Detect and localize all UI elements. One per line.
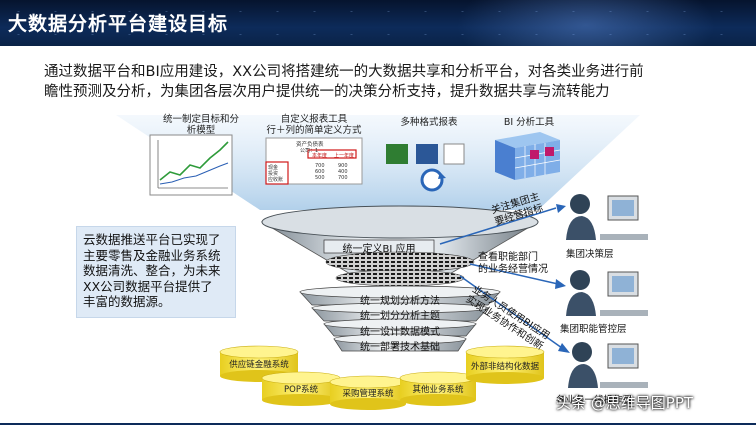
title-bar: 大数据分析平台建设目标 — [0, 0, 756, 46]
tool-label-bi: BI 分析工具 — [503, 117, 555, 128]
source-cylinder-2 — [261, 371, 341, 406]
arrow-to-operators — [459, 275, 570, 353]
report-card-title: 资产负债表 — [296, 142, 324, 148]
report-card-v2: 900 — [338, 163, 348, 169]
source-label-other: 其他业务系统 — [412, 385, 464, 395]
page-title: 大数据分析平台建设目标 — [8, 13, 229, 35]
report-card-col2: 上一年度 — [334, 153, 355, 159]
user-functional-icon — [566, 270, 648, 316]
report-card-subtitle: 公司：1 — [300, 148, 319, 154]
starfield-decoration — [0, 0, 756, 46]
bi-cube-icon — [495, 132, 561, 180]
funnel-label-methods: 统一规划分析方法 — [360, 296, 440, 307]
source-label-procurement: 采购管理系统 — [342, 389, 394, 399]
intro-line-1: 通过数据平台和BI应用建设，XX公司将搭建统一的大数据共享和分析平台，对各类业务… — [44, 64, 644, 80]
source-cylinder-1 — [219, 345, 299, 382]
funnel-label-infra: 统一部署技术基础 — [360, 342, 440, 353]
report-card-row3: 应收账 — [268, 177, 284, 183]
report-card-row2: 投资 — [268, 171, 279, 177]
funnel-rim — [261, 205, 539, 239]
report-card-v5: 500 — [315, 175, 325, 181]
data-push-info-card: 云数据推送平台已实现了 主要零售及金融业务系统 数据清洗、整合，为未来 XX公司… — [76, 226, 236, 318]
source-label-pop: POP系统 — [284, 385, 318, 395]
report-card-row1: 现金 — [268, 165, 279, 171]
arrow-to-executives — [439, 204, 566, 245]
source-watermark: 头条 @思维导图PPT — [556, 394, 694, 412]
user-label-executives: 集团决策层 — [566, 249, 614, 260]
user-executive-icon — [566, 194, 648, 240]
arrow-label-functional: 查看职能部门 的业务经营情况 — [478, 252, 548, 275]
source-label-supply-chain: 供应链金融系统 — [229, 360, 289, 370]
source-cylinder-4 — [399, 371, 477, 406]
report-card-v4: 400 — [338, 169, 348, 175]
user-operator-icon — [568, 342, 648, 388]
report-table-icon — [265, 137, 363, 185]
funnel-layers — [299, 285, 501, 352]
funnel-mesh-1 — [325, 251, 475, 273]
model-chart-icon — [149, 134, 233, 196]
report-card-v3: 600 — [315, 169, 325, 175]
funnel-label-schema: 统一设计数据模式 — [360, 327, 440, 338]
report-card-v1: 700 — [315, 163, 325, 169]
report-formats-icon — [386, 143, 465, 192]
intro-line-2: 瞻性预测及分析，为集团各层次用户提供统一的决策分析支持，提升数据共享与流转能力 — [44, 84, 610, 100]
user-label-operators: 各业务一线操作层 — [556, 395, 633, 406]
source-cylinder-3 — [329, 375, 407, 410]
tool-label-report-tool: 自定义报表工具 行＋列的简单定义方式 — [266, 114, 362, 136]
funnel-mesh-2 — [335, 269, 465, 287]
source-cylinder-5 — [465, 345, 545, 384]
report-card-col1: 本年度 — [312, 153, 328, 159]
glow-decoration — [456, 0, 716, 46]
intro-paragraph: 通过数据平台和BI应用建设，XX公司将搭建统一的大数据共享和分析平台，对各类业务… — [44, 62, 724, 102]
arrow-to-functional — [469, 263, 566, 289]
user-label-functional: 集团职能管控层 — [560, 324, 627, 335]
report-card-v6: 700 — [338, 175, 348, 181]
tool-label-model: 统一制定目标和分 析模型 — [162, 114, 239, 136]
tool-label-formats: 多种格式报表 — [400, 117, 458, 128]
funnel-label-themes: 统一划分分析主题 — [360, 311, 440, 322]
source-label-external: 外部非结构化数据 — [470, 362, 539, 372]
funnel-label-bi: 统一定义BI 应用 — [342, 244, 416, 255]
